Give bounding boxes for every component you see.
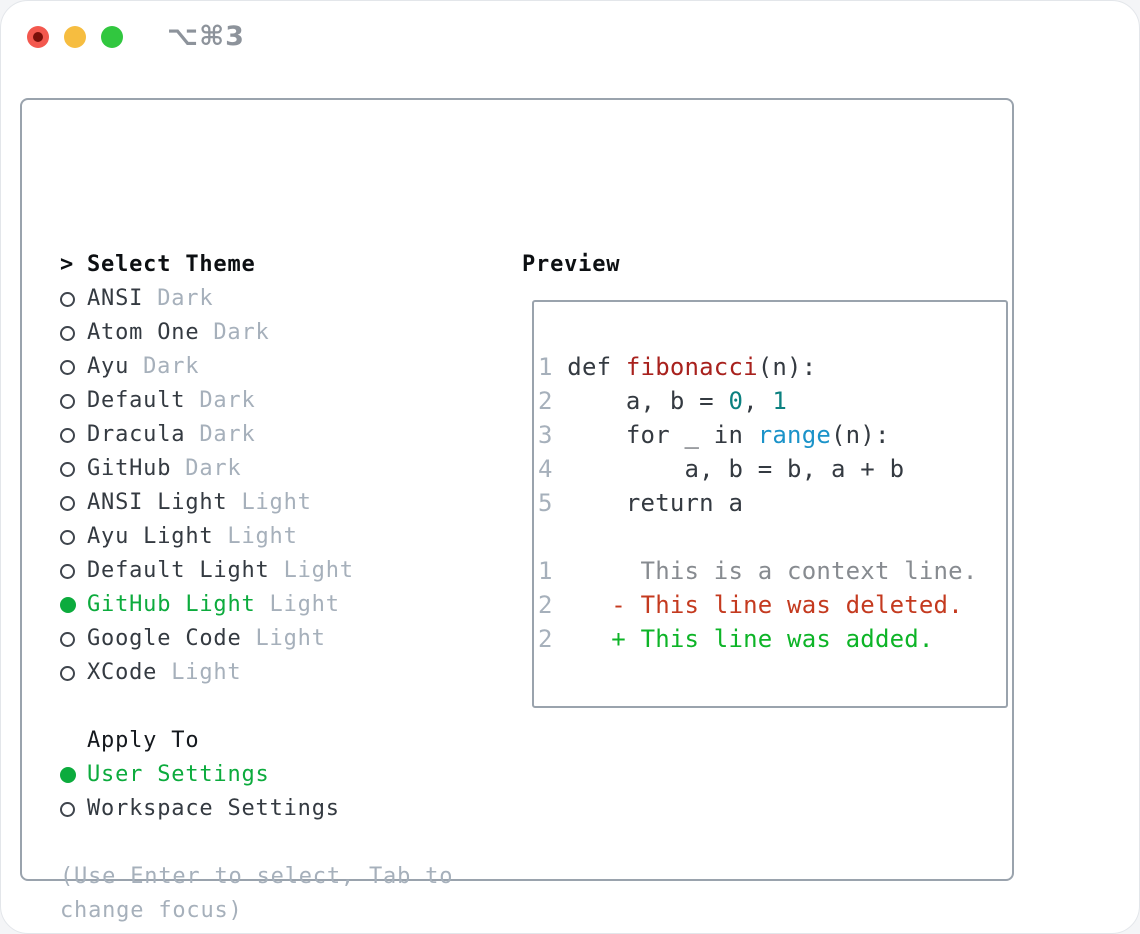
option-label: Default <box>87 388 186 413</box>
radio-slot <box>60 495 87 511</box>
option-tag: Dark <box>157 286 214 311</box>
radio-slot <box>60 291 87 307</box>
radio-icon <box>60 325 75 341</box>
option-tag: Dark <box>185 456 242 481</box>
code-line <box>538 520 977 554</box>
theme-option-ayu[interactable]: Ayu Dark <box>60 350 453 384</box>
option-label: GitHub <box>87 456 172 481</box>
code-line: 2 - This line was deleted. <box>538 591 963 619</box>
option-label: User Settings <box>87 762 270 787</box>
option-label: Default Light <box>87 558 270 583</box>
radio-slot <box>60 665 87 681</box>
option-tag: Light <box>255 626 326 651</box>
code-line: 3 for _ in range(n): <box>538 421 890 449</box>
spacer <box>60 826 453 860</box>
theme-option-github-light[interactable]: GitHub Light Light <box>60 588 453 622</box>
select-theme-header: > Select Theme <box>60 248 453 282</box>
window-shortcut-label: ⌥⌘3 <box>167 21 245 52</box>
hint-line-2: change focus) <box>60 898 243 923</box>
theme-option-github[interactable]: GitHub Dark <box>60 452 453 486</box>
preview-pane: 1 def fibonacci(n): 2 a, b = 0, 1 3 for _ … <box>532 300 1008 708</box>
theme-option-ansi-light[interactable]: ANSI Light Light <box>60 486 453 520</box>
option-tag: Light <box>269 592 340 617</box>
option-label: ANSI <box>87 286 144 311</box>
radio-selected-icon <box>60 597 76 613</box>
theme-option-atom-one[interactable]: Atom One Dark <box>60 316 453 350</box>
preview-title: Preview <box>522 252 621 277</box>
radio-icon <box>60 291 75 307</box>
apply-option-user-settings[interactable]: User Settings <box>60 758 453 792</box>
option-label: Ayu <box>87 354 130 379</box>
code-preview: 1 def fibonacci(n): 2 a, b = 0, 1 3 for _ … <box>538 350 977 656</box>
radio-icon <box>60 461 75 477</box>
radio-icon <box>60 631 75 647</box>
option-tag: Light <box>241 490 312 515</box>
option-tag: Light <box>227 524 298 549</box>
radio-slot <box>60 563 87 579</box>
prompt-icon: > <box>60 252 75 277</box>
apply-option-workspace-settings[interactable]: Workspace Settings <box>60 792 453 826</box>
option-label: GitHub Light <box>87 592 256 617</box>
theme-option-ayu-light[interactable]: Ayu Light Light <box>60 520 453 554</box>
radio-slot <box>60 801 87 817</box>
option-tag: Dark <box>213 320 270 345</box>
radio-selected-icon <box>60 767 76 783</box>
radio-icon <box>60 529 75 545</box>
option-label: Google Code <box>87 626 242 651</box>
option-label: ANSI Light <box>87 490 228 515</box>
option-tag: Dark <box>199 422 256 447</box>
theme-option-default-light[interactable]: Default Light Light <box>60 554 453 588</box>
radio-slot <box>60 767 87 783</box>
radio-slot <box>60 597 87 613</box>
radio-icon <box>60 393 75 409</box>
radio-icon <box>60 665 75 681</box>
radio-slot <box>60 631 87 647</box>
code-line: 2 + This line was added. <box>538 625 934 653</box>
radio-slot <box>60 393 87 409</box>
radio-slot <box>60 359 87 375</box>
theme-option-dracula[interactable]: Dracula Dark <box>60 418 453 452</box>
option-label: Workspace Settings <box>87 796 340 821</box>
theme-option-default[interactable]: Default Dark <box>60 384 453 418</box>
radio-icon <box>60 495 75 511</box>
spacer <box>60 690 453 724</box>
radio-slot <box>60 427 87 443</box>
theme-option-xcode[interactable]: XCode Light <box>60 656 453 690</box>
option-label: XCode <box>87 660 158 685</box>
radio-icon <box>60 563 75 579</box>
option-label: Dracula <box>87 422 186 447</box>
radio-icon <box>60 359 75 375</box>
option-tag: Light <box>283 558 354 583</box>
option-tag: Dark <box>199 388 256 413</box>
select-theme-title: Select Theme <box>87 252 256 277</box>
option-label: Atom One <box>87 320 200 345</box>
code-line: 1 def fibonacci(n): <box>538 353 817 381</box>
radio-slot <box>60 325 87 341</box>
theme-option-google-code[interactable]: Google Code Light <box>60 622 453 656</box>
hint-line-1: (Use Enter to select, Tab to <box>60 864 454 889</box>
code-line: 1 This is a context line. <box>538 557 978 585</box>
theme-option-ansi[interactable]: ANSI Dark <box>60 282 453 316</box>
hint-text: (Use Enter to select, Tab to change focu… <box>60 860 453 928</box>
code-line: 4 a, b = b, a + b <box>538 455 905 483</box>
radio-slot <box>60 529 87 545</box>
code-line: 2 a, b = 0, 1 <box>538 387 788 415</box>
close-button[interactable] <box>27 26 49 48</box>
option-tag: Dark <box>143 354 200 379</box>
minimize-button[interactable] <box>64 26 86 48</box>
radio-icon <box>60 427 75 443</box>
radio-slot <box>60 461 87 477</box>
code-line: 5 return a <box>538 489 744 517</box>
option-label: Ayu Light <box>87 524 214 549</box>
zoom-button[interactable] <box>101 26 123 48</box>
option-tag: Light <box>171 660 242 685</box>
apply-to-header: Apply To <box>87 728 200 753</box>
radio-icon <box>60 801 75 817</box>
